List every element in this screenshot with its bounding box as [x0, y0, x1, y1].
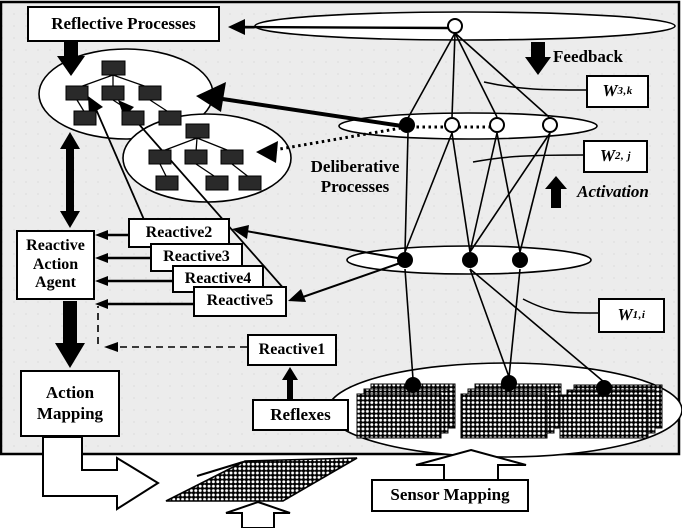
reflective-processes-box: Reflective Processes [27, 6, 220, 42]
hatched-parallelogram [165, 457, 358, 502]
input-stack-3 [559, 384, 663, 439]
w2j-pointer [472, 154, 584, 163]
deliberative-tree [148, 123, 262, 191]
bottom-up-block-arrow [225, 500, 291, 528]
reactive-to-agent-arrows [95, 230, 193, 309]
reflective-down-arrow [57, 42, 85, 76]
w1i-pointer [522, 298, 599, 314]
reactive3-box: Reactive3 [150, 243, 243, 272]
reactive1-dashed-arrow [97, 306, 247, 352]
reactive-action-agent-box: Reactive Action Agent [16, 230, 95, 300]
w3k-pointer [483, 81, 587, 91]
activation-arrow [545, 176, 567, 208]
input-stack-2 [460, 383, 562, 439]
reflexes-to-reactive1-arrow [282, 367, 298, 399]
hidden2-node-filled [399, 117, 415, 133]
action-mapping-box: Action Mapping [20, 370, 120, 437]
sensor-mapping-box: Sensor Mapping [371, 479, 529, 512]
output-node [447, 18, 463, 34]
hidden-layer2-ellipse [338, 112, 598, 140]
w1i-sub: 1,i [632, 309, 646, 322]
w3k-base: W [602, 81, 618, 101]
network-edges [404, 32, 605, 383]
w3k-sub: 3,k [617, 85, 633, 98]
w1i-base: W [617, 305, 633, 325]
w2j-sub: 2, j [615, 150, 632, 163]
input-stack-1 [356, 383, 456, 439]
feedback-label: Feedback [553, 46, 623, 66]
reactive4-box: Reactive4 [172, 265, 264, 293]
network-nodes [397, 18, 612, 396]
input-stacks [356, 383, 663, 439]
agent-to-actionmapping-arrow [55, 301, 85, 368]
reactive1-box: Reactive1 [247, 334, 337, 366]
weight-pointers [472, 81, 599, 314]
reflexes-box: Reflexes [252, 399, 349, 431]
reactive5-box: Reactive5 [193, 286, 287, 317]
reflective-agent-double-arrow [60, 132, 80, 228]
deliberative-processes-label: Deliberative Processes [310, 156, 400, 196]
solid-arrows [55, 42, 567, 399]
feedback-arrow [525, 42, 551, 75]
layer1-to-reactive-arrows [232, 225, 404, 302]
activation-label: Activation [577, 181, 649, 201]
layer2-to-reflective-arrow [196, 82, 403, 128]
w2j-base: W [599, 146, 616, 166]
action-output-block-arrow [42, 436, 160, 511]
reflective-tree [65, 60, 182, 126]
feedback-to-reflective-arrow [228, 19, 449, 35]
output-layer-ellipse [254, 11, 676, 41]
